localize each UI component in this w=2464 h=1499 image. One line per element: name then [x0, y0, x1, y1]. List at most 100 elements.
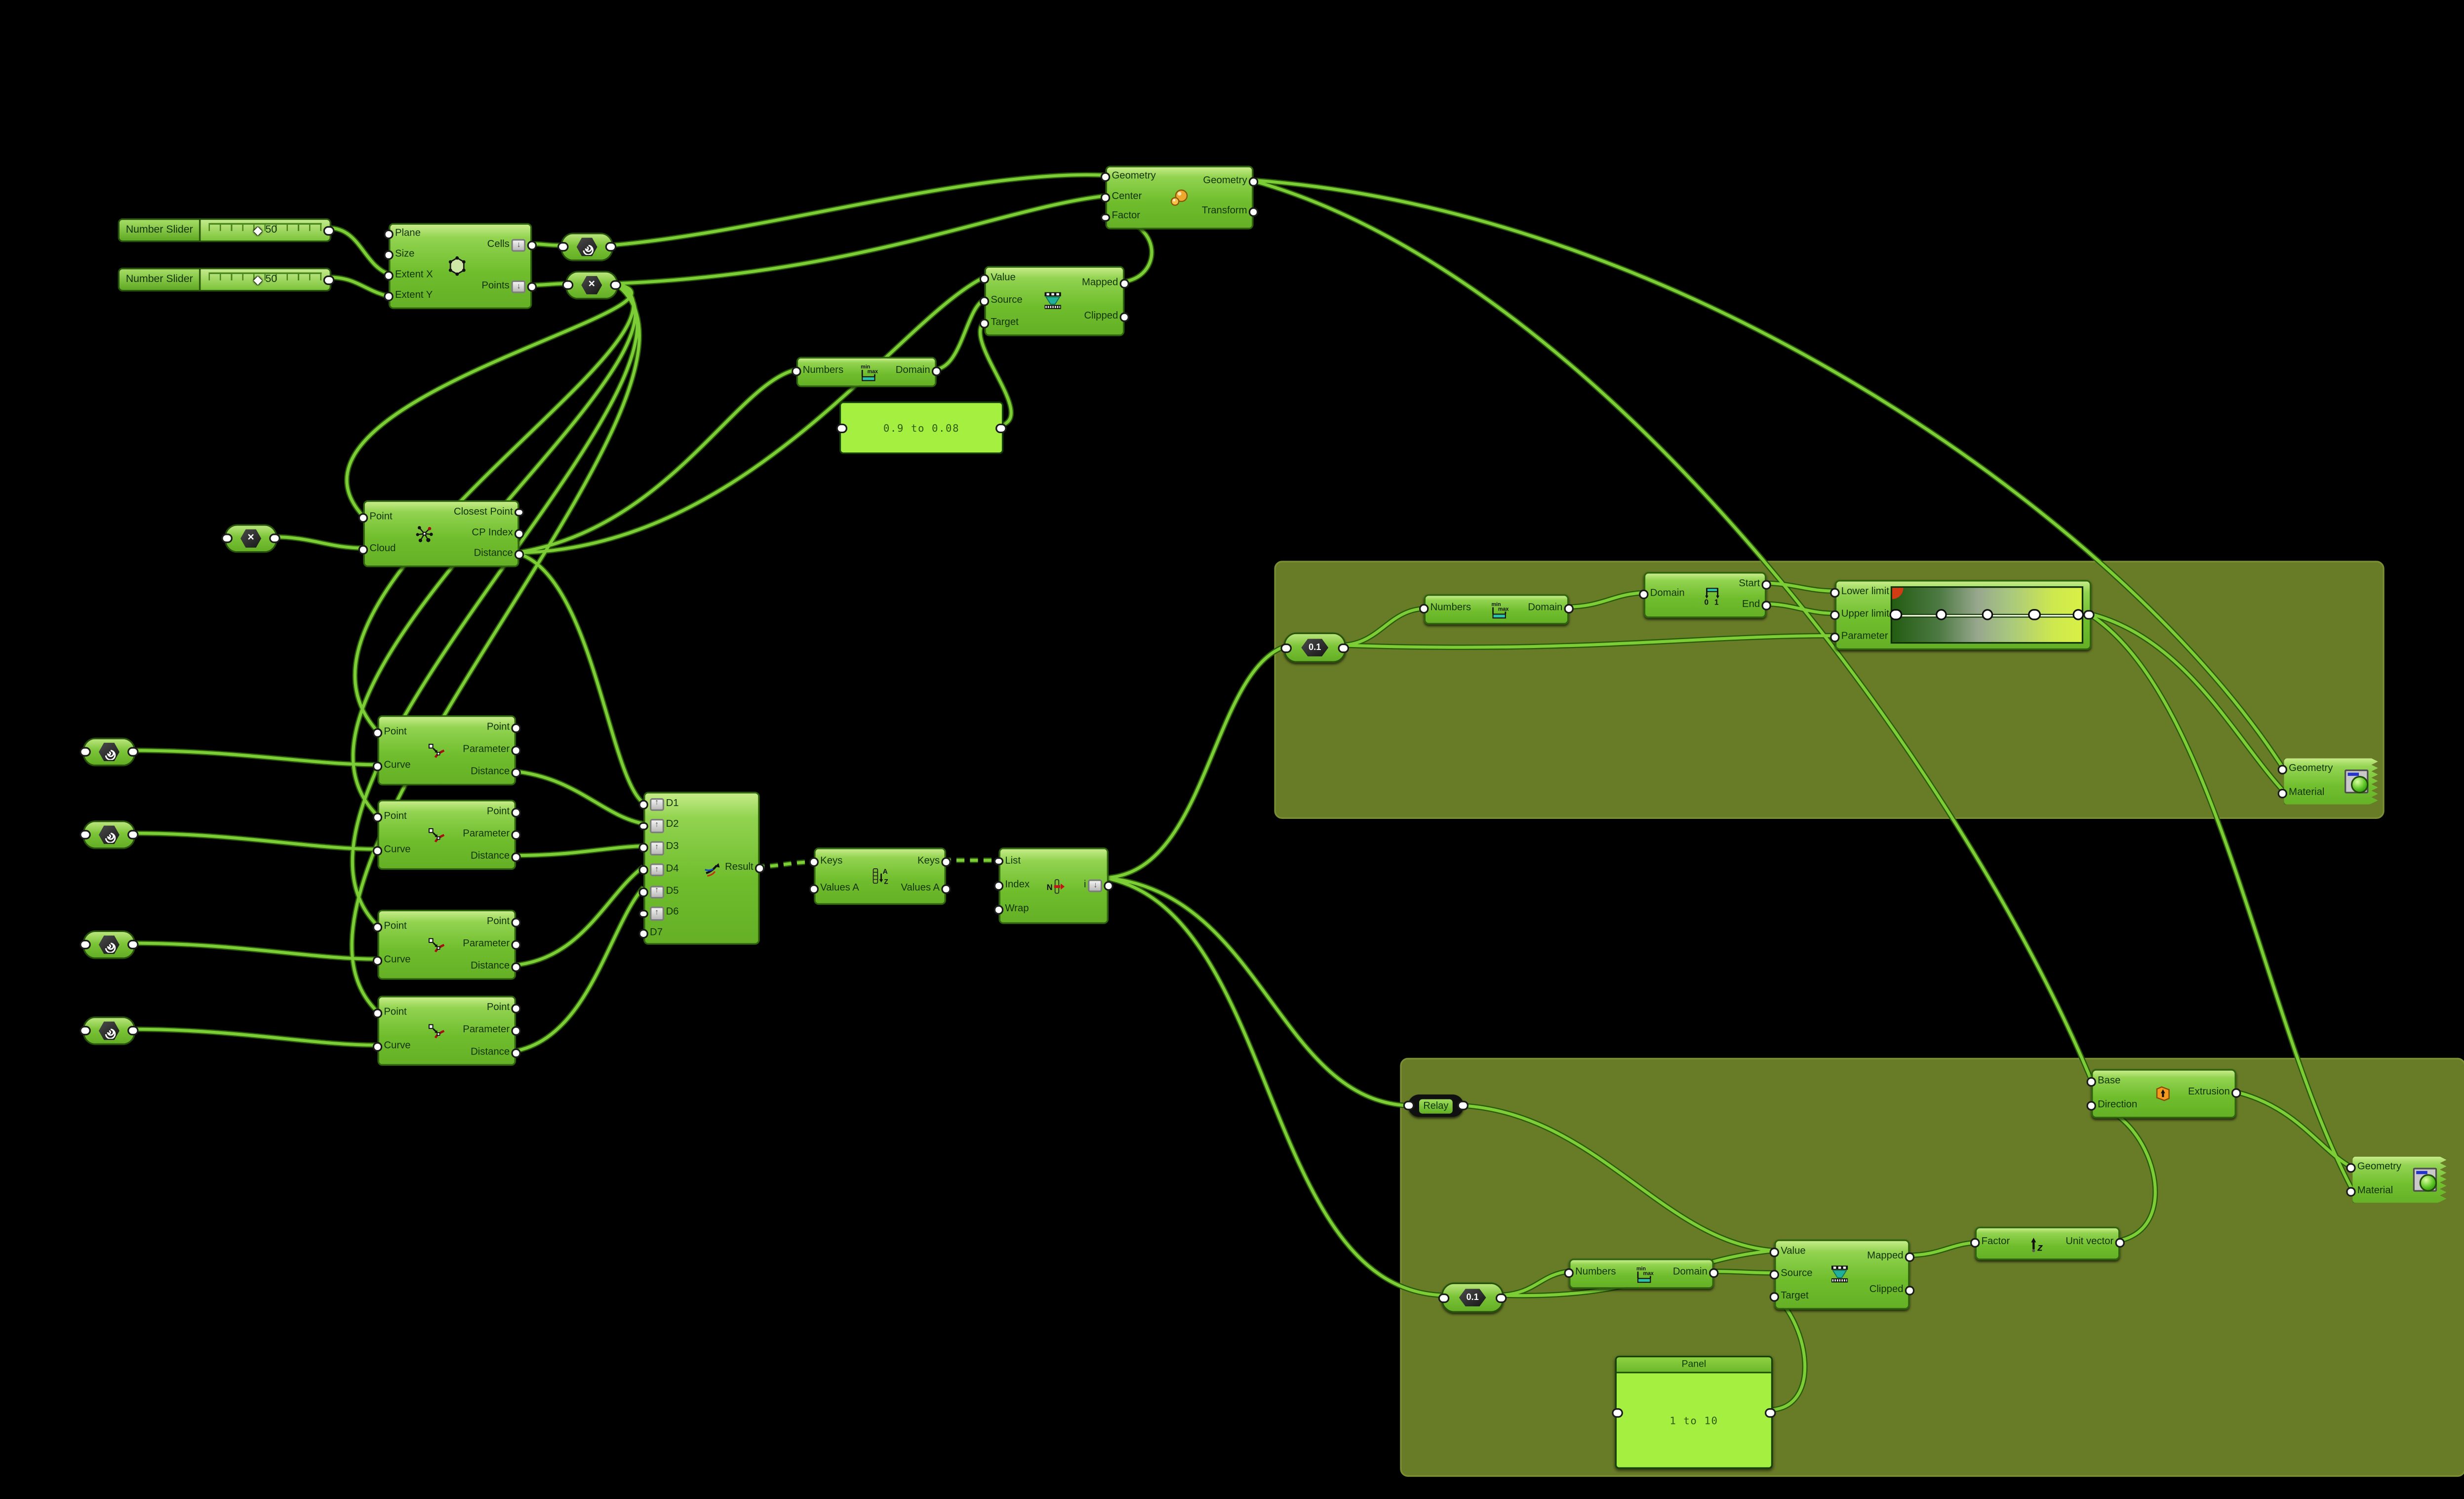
point-param[interactable]: ✕ — [562, 271, 621, 300]
port-d4[interactable]: ↑D4 — [650, 863, 679, 877]
input-nub[interactable] — [80, 747, 90, 757]
port-source[interactable]: Source — [1781, 1268, 1813, 1279]
output-nub[interactable] — [1458, 1100, 1468, 1111]
input-nub[interactable] — [558, 242, 568, 252]
port-values-a-out[interactable]: Values A — [901, 883, 940, 894]
port-factor[interactable]: Factor — [1112, 211, 1141, 222]
slider-track[interactable]: ◆ 50 — [200, 220, 330, 241]
port-geometry[interactable]: Geometry — [2289, 763, 2333, 774]
port-keys-out[interactable]: Keys — [917, 856, 940, 867]
curve-param-3[interactable] — [80, 930, 138, 959]
output-nub[interactable] — [324, 275, 334, 285]
port-point-out[interactable]: Point — [486, 916, 510, 927]
port-value[interactable]: Value — [1781, 1245, 1806, 1257]
port-wrap[interactable]: Wrap — [1005, 903, 1029, 915]
port-distance[interactable]: Distance — [471, 960, 510, 972]
port-numbers[interactable]: Numbers — [1430, 603, 1471, 614]
port-cp-index[interactable]: CP Index — [472, 527, 513, 538]
output-nub[interactable] — [128, 830, 138, 840]
port-plane[interactable]: Plane — [395, 228, 421, 240]
output-nub[interactable] — [606, 242, 616, 252]
output-nub[interactable] — [996, 423, 1006, 433]
port-point[interactable]: Point — [384, 1007, 407, 1019]
port-curve[interactable]: Curve — [384, 760, 411, 772]
port-base[interactable]: Base — [2098, 1075, 2121, 1087]
port-cloud[interactable]: Cloud — [369, 543, 396, 555]
port-target[interactable]: Target — [1781, 1290, 1809, 1301]
input-nub[interactable] — [836, 423, 847, 433]
port-point-out[interactable]: Point — [486, 806, 510, 817]
port-distance[interactable]: Distance — [471, 850, 510, 862]
port-extent-y[interactable]: Extent Y — [395, 290, 433, 302]
port-factor[interactable]: Factor — [1981, 1237, 2010, 1248]
port-parameter[interactable]: Parameter — [463, 1024, 510, 1036]
output-nub[interactable] — [610, 280, 621, 290]
port-point-out[interactable]: Point — [486, 721, 510, 733]
port-d2[interactable]: ↑D2 — [650, 819, 679, 833]
point-param-cloud[interactable]: ✕ — [222, 524, 280, 553]
curve-closest-point-node-3[interactable]: Point Curve Point Parameter Distance — [377, 909, 517, 980]
curve-closest-point-node-4[interactable]: Point Curve Point Parameter Distance — [377, 996, 517, 1066]
port-distance[interactable]: Distance — [471, 766, 510, 777]
port-parameter[interactable]: Parameter — [463, 938, 510, 949]
port-parameter[interactable]: Parameter — [463, 828, 510, 840]
port-parameter[interactable]: Parameter — [463, 743, 510, 755]
input-nub[interactable] — [1439, 1293, 1449, 1303]
remap-numbers-node[interactable]: Value Source Target Mapped Clipped — [984, 266, 1125, 336]
port-point-out[interactable]: Point — [486, 1002, 510, 1013]
port-end[interactable]: End — [1742, 599, 1760, 610]
port-transform-out[interactable]: Transform — [1201, 206, 1247, 217]
port-points[interactable]: Points↓ — [481, 280, 526, 294]
gradient-grip[interactable] — [1936, 609, 1947, 621]
port-index[interactable]: Index — [1005, 879, 1030, 891]
output-nub[interactable] — [128, 1025, 138, 1036]
number-param-bottom[interactable]: 0.1 — [1439, 1282, 1507, 1313]
port-start[interactable]: Start — [1739, 577, 1760, 589]
port-list[interactable]: List — [1005, 854, 1021, 866]
hexagonal-grid-node[interactable]: Plane Size Extent X Extent Y Cells↓ Poin… — [389, 223, 532, 309]
output-nub[interactable] — [128, 747, 138, 757]
curve-closest-point-node-2[interactable]: Point Curve Point Parameter Distance — [377, 800, 517, 870]
gradient-grip[interactable] — [1981, 609, 1993, 621]
port-numbers[interactable]: Numbers — [1575, 1267, 1616, 1279]
port-extrusion[interactable]: Extrusion — [2188, 1087, 2230, 1098]
input-nub[interactable] — [222, 533, 232, 544]
output-nub[interactable] — [128, 939, 138, 950]
port-values-a[interactable]: Values A — [820, 883, 859, 894]
port-lower-limit[interactable]: Lower limit — [1841, 586, 1889, 598]
port-d6[interactable]: ↑D6 — [650, 907, 679, 921]
port-domain[interactable]: Domain — [1528, 603, 1563, 614]
port-numbers[interactable]: Numbers — [802, 365, 844, 377]
port-target[interactable]: Target — [991, 317, 1019, 328]
port-value[interactable]: Value — [991, 272, 1016, 284]
input-nub[interactable] — [1281, 643, 1291, 653]
number-slider-1[interactable]: Number Slider ◆ 50 — [118, 218, 334, 243]
port-size[interactable]: Size — [395, 249, 415, 260]
port-item[interactable]: i↓ — [1084, 879, 1103, 893]
port-result[interactable]: Result — [700, 859, 754, 877]
output-nub[interactable] — [1765, 1407, 1776, 1418]
custom-preview-node-top[interactable]: Geometry Material — [2284, 758, 2378, 805]
merge-node[interactable]: ↑D1 ↑D2 ↑D3 ↑D4 ↑D5 ↑D6 D7 Result — [643, 792, 760, 945]
port-domain[interactable]: Domain — [895, 365, 930, 377]
gradient-grip[interactable] — [1890, 609, 1902, 621]
port-point[interactable]: Point — [384, 921, 407, 933]
output-nub[interactable] — [1338, 643, 1349, 653]
unit-z-node[interactable]: Factor z Unit vector — [1975, 1226, 2120, 1260]
extrude-node[interactable]: Base Direction Extrusion — [2091, 1069, 2236, 1119]
port-d3[interactable]: ↑D3 — [650, 841, 679, 855]
output-nub[interactable] — [2084, 610, 2094, 620]
slider-grip[interactable]: ◆ — [253, 275, 262, 286]
port-point[interactable]: Point — [384, 727, 407, 738]
port-curve[interactable]: Curve — [384, 845, 411, 856]
port-geometry-out[interactable]: Geometry — [1203, 175, 1247, 187]
input-nub[interactable] — [80, 939, 90, 950]
port-extent-x[interactable]: Extent X — [395, 270, 433, 281]
port-parameter[interactable]: Parameter — [1841, 630, 1888, 642]
port-geometry[interactable]: Geometry — [2357, 1161, 2402, 1173]
port-direction[interactable]: Direction — [2098, 1098, 2138, 1110]
